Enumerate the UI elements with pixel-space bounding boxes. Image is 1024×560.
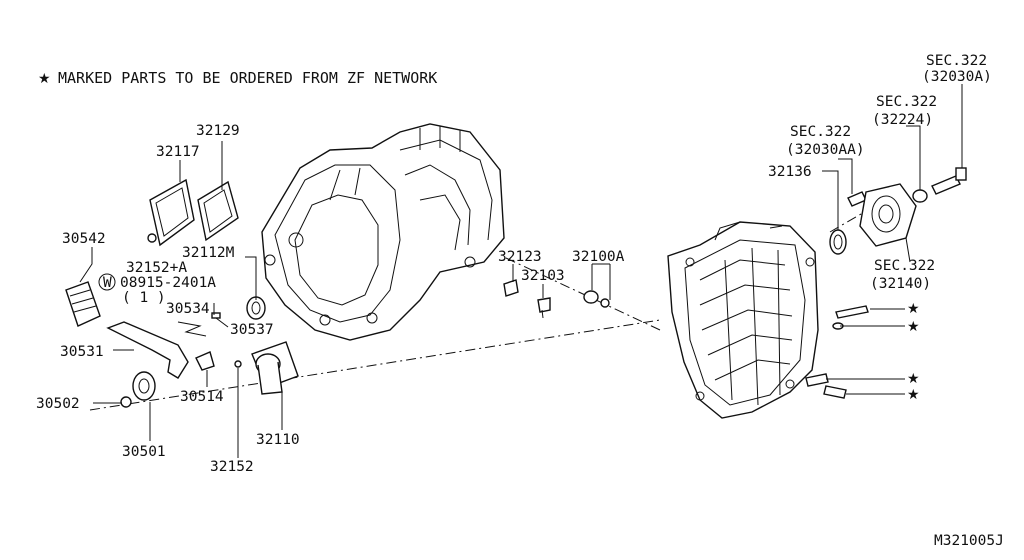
release-fork-30531 [106,321,189,379]
note-star: ★ [38,71,51,87]
label-32129: 32129 [196,123,240,139]
plug-32100a [583,290,610,308]
leader-lines [79,84,963,458]
grease-30502 [120,396,132,408]
label-32123: 32123 [498,249,542,265]
oil-seal-32136 [829,229,847,255]
label-32110: 32110 [256,432,300,448]
label-ref-32030aa: (32030AA) [786,142,865,158]
figure-id: M321005J [934,533,1004,549]
star-3: ★ [907,371,920,387]
star-1: ★ [907,301,920,317]
label-32117: 32117 [156,144,200,160]
label-32103: 32103 [521,268,565,284]
label-32100a: 32100A [572,249,625,265]
release-bearing-30501 [132,371,156,401]
label-30537: 30537 [230,322,274,338]
label-32112m: 32112M [182,245,235,261]
centerline-left [89,319,661,411]
spring-30534 [177,321,207,337]
centerline-right [505,257,661,331]
w-circle-letter: W [103,275,112,291]
label-qty: ( 1 ) [122,290,166,306]
rear-transmission-case [667,221,819,419]
label-30501: 30501 [122,444,166,460]
centerline-extension [829,209,869,233]
starred-bolt-3 [805,373,829,387]
cover-32129 [197,180,239,242]
order-note: MARKED PARTS TO BE ORDERED FROM ZF NETWO… [58,69,437,87]
label-sec-32030aa: SEC.322 [790,124,851,140]
star-4: ★ [907,387,920,403]
label-sec-32030a: SEC.322 [926,53,987,69]
starred-bolt-1 [835,305,869,319]
clip-30514 [195,351,215,371]
bolt-32152 [234,360,242,368]
w-circle-icon [98,273,116,291]
washer-32224 [912,189,928,203]
label-32152: 32152 [210,459,254,475]
label-ref-32140: (32140) [870,276,931,292]
label-ref-32224: (32224) [872,112,933,128]
bolt-32030a [931,167,967,195]
pivot-30537 [211,312,221,319]
plug-32103 [537,297,551,319]
label-sec-32140: SEC.322 [874,258,935,274]
starred-bolt-4 [823,385,847,399]
label-32136: 32136 [768,164,812,180]
star-2: ★ [907,319,920,335]
guide-sleeve-32110 [251,341,299,395]
label-30542: 30542 [62,231,106,247]
label-30514: 30514 [180,389,224,405]
label-sec-32224: SEC.322 [876,94,937,110]
bolt-32152a [147,233,157,243]
plug-32123 [503,279,519,297]
label-30502: 30502 [36,396,80,412]
front-transmission-case [261,123,505,341]
label-30534: 30534 [166,301,210,317]
seal-32112m [246,296,266,320]
boot-30542 [65,281,101,327]
label-32152a: 32152+A [126,260,187,276]
gasket-32117 [149,178,195,247]
label-08915: 08915-2401A [120,275,216,291]
label-30531: 30531 [60,344,104,360]
extension-housing-32140 [859,183,917,247]
label-ref-32030a: (32030A) [922,69,992,85]
